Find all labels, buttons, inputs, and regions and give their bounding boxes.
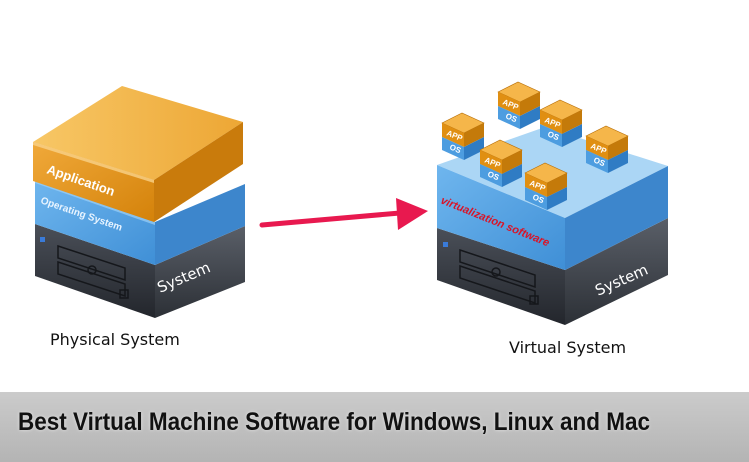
physical-application-layer: Application — [33, 86, 243, 222]
banner-title: Best Virtual Machine Software for Window… — [18, 408, 650, 436]
drive-bays-icon — [57, 244, 129, 299]
physical-system-stack: System Operating System Application — [33, 86, 245, 318]
power-led-icon — [40, 237, 45, 242]
drive-bays-icon — [459, 248, 539, 305]
vm-os-label: OS — [531, 193, 546, 206]
vm-os-label: OS — [504, 112, 519, 125]
power-led-icon — [443, 242, 448, 247]
virtualization-diagram: System Operating System Application — [33, 81, 668, 325]
transition-arrow — [259, 198, 428, 230]
vm-os-label: OS — [448, 143, 463, 156]
vm-os-label: OS — [546, 130, 561, 143]
physical-server-layer: System — [35, 224, 245, 318]
virtual-system-caption: Virtual System — [509, 338, 627, 357]
physical-system-caption: Physical System — [50, 330, 180, 349]
vm-os-label: OS — [592, 156, 607, 169]
title-banner: Best Virtual Machine Software for Window… — [0, 392, 749, 462]
vm-os-label: OS — [486, 170, 501, 183]
virtual-server-layer: System — [437, 218, 668, 325]
